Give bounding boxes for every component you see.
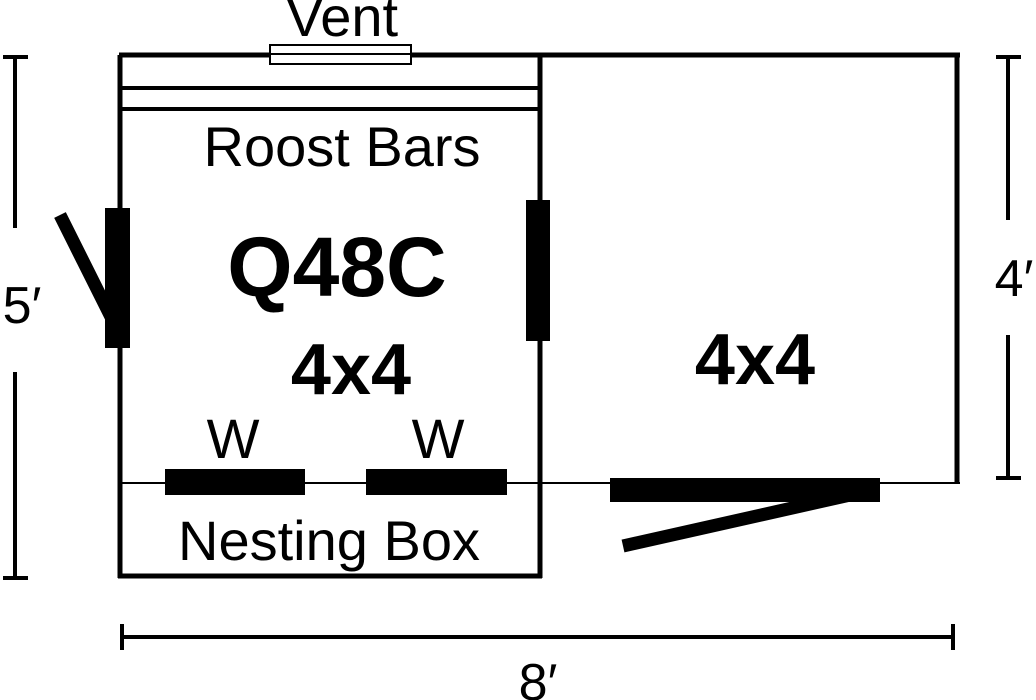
dim-bottom-label: 8′ (519, 654, 558, 700)
vent-label: Vent (286, 0, 399, 48)
coop-door-left (54, 208, 130, 348)
door-left-swing (54, 212, 121, 328)
dimension-left (3, 55, 28, 580)
window-left-label: W (207, 407, 260, 470)
coop-size-label: 4x4 (291, 330, 411, 410)
dimension-bottom (120, 624, 955, 650)
run-size-label: 4x4 (695, 320, 815, 400)
run-door (610, 478, 880, 553)
pop-door (526, 200, 550, 341)
roost-bars-label: Roost Bars (204, 115, 481, 178)
window-left (165, 469, 305, 495)
roost-bars (120, 86, 540, 111)
run-walls (540, 52, 960, 483)
window-right-label: W (412, 407, 465, 470)
run-door-swing (621, 484, 870, 553)
vent (269, 44, 412, 65)
dim-right-label: 4′ (995, 250, 1034, 308)
window-right (366, 469, 507, 495)
nesting-box-label: Nesting Box (178, 509, 480, 572)
model-label: Q48C (227, 220, 446, 314)
dimension-right (996, 55, 1021, 480)
dim-left-label: 5′ (3, 277, 42, 335)
